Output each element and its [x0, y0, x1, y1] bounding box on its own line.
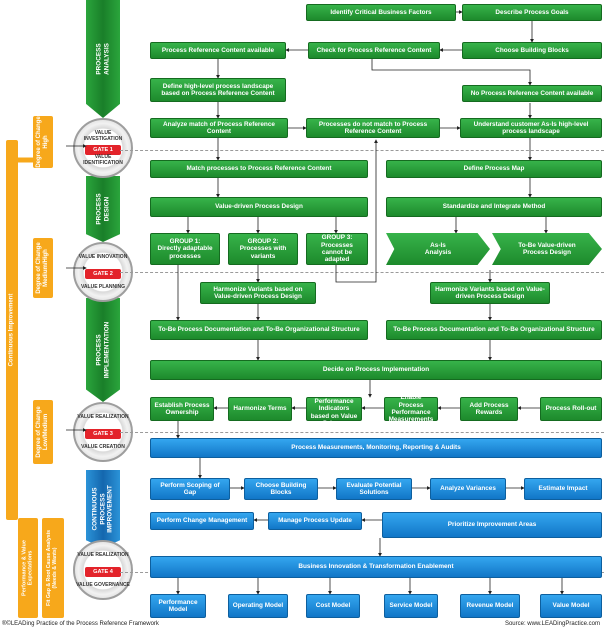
gate-2-line: [120, 272, 604, 273]
harmonize-variants-left-box: Harmonize Variants based on Value-driven…: [200, 282, 316, 304]
harmonize-variants-right-box: Harmonize Variants based on Value-driven…: [430, 282, 550, 304]
performance-value-expectations: Performance & Value Expectations: [18, 518, 38, 618]
describe-process-goals-box: Describe Process Goals: [462, 4, 602, 21]
define-landscape-box: Define high-level process landscape base…: [150, 78, 286, 102]
value-model-box: Value Model: [540, 594, 602, 618]
revenue-model-box: Revenue Model: [460, 594, 520, 618]
group-3-box: GROUP 3: Processes cannot be adapted: [306, 233, 368, 265]
add-rewards-box: Add Process Rewards: [460, 397, 518, 421]
establish-ownership-box: Establish Process Ownership: [150, 397, 214, 421]
tobe-design-chevron: To-Be Value-driven Process Design: [492, 233, 602, 265]
performance-model-box: Performance Model: [150, 594, 206, 618]
check-reference-content-box: Check for Process Reference Content: [308, 42, 440, 59]
degree-high: Degree of Change High: [33, 116, 53, 168]
estimate-impact-box: Estimate Impact: [524, 478, 602, 500]
group-1-box: GROUP 1: Directly adaptable processes: [150, 233, 220, 265]
gate-2-bottom: VALUE PLANNING: [80, 284, 126, 290]
innovation-enablement-box: Business Innovation & Transformation Ena…: [150, 556, 602, 578]
understand-asis-box: Understand customer As-Is high-level pro…: [460, 118, 602, 138]
footer-left: ®©LEADing Practice of the Process Refere…: [2, 621, 159, 627]
phase-improvement: CONTINUOUS PROCESS IMPROVEMENT: [86, 470, 120, 548]
define-process-map-box: Define Process Map: [386, 160, 602, 178]
gate-4-top: VALUE REALIZATION: [77, 552, 129, 558]
operating-model-box: Operating Model: [228, 594, 288, 618]
measurements-monitoring-box: Process Measurements, Monitoring, Report…: [150, 438, 602, 458]
gate-1-top: VALUE INVESTIGATION: [83, 130, 123, 142]
gate-4: VALUE REALIZATION GATE 4 VALUE GOVERNANC…: [73, 540, 133, 600]
gate-4-bottom: VALUE GOVERNANCE: [76, 582, 130, 588]
phase-design: PROCESS DESIGN: [86, 176, 120, 242]
continuous-improvement-bar: Continuous Improvement: [6, 140, 18, 520]
decide-implementation-box: Decide on Process Implementation: [150, 360, 602, 380]
gate-2-label: GATE 2: [85, 269, 121, 279]
cost-model-box: Cost Model: [306, 594, 360, 618]
value-driven-design-box: Value-driven Process Design: [150, 197, 368, 217]
gate-3-top: VALUE REALIZATION: [77, 414, 129, 420]
group-2-box: GROUP 2: Processes with variants: [228, 233, 298, 265]
reference-content-available-box: Process Reference Content available: [150, 42, 286, 59]
footer-right: Source: www.LEADingPractice.com: [504, 621, 600, 627]
perform-scoping-box: Perform Scoping of Gap: [150, 478, 230, 500]
match-processes-box: Match processes to Process Reference Con…: [150, 160, 368, 178]
phase-analysis: PROCESS ANALYSIS: [86, 0, 120, 118]
gate-2-top: VALUE INNOVATION: [78, 254, 128, 260]
prioritize-areas-box: Prioritize Improvement Areas: [382, 512, 602, 538]
asis-analysis-chevron: As-Is Analysis: [386, 233, 490, 265]
identify-critical-factors-box: Identify Critical Business Factors: [306, 4, 456, 21]
process-rollout-box: Process Roll-out: [540, 397, 602, 421]
manage-update-box: Manage Process Update: [268, 512, 362, 530]
degree-medium-high: Degree of Change Medium/High: [33, 238, 53, 298]
phase-implementation: PROCESS IMPLEMENTATION: [86, 298, 120, 402]
gate-4-label: GATE 4: [85, 567, 121, 577]
gate-1-line: [120, 150, 604, 151]
gate-1-label: GATE 1: [85, 145, 121, 155]
change-management-box: Perform Change Management: [150, 512, 254, 530]
standardize-integrate-box: Standardize and Integrate Method: [386, 197, 602, 217]
gate-3-bottom: VALUE CREATION: [81, 444, 125, 450]
choose-building-blocks-top-box: Choose Building Blocks: [462, 42, 602, 59]
gate-3-line: [120, 432, 604, 433]
evaluate-solutions-box: Evaluate Potential Solutions: [336, 478, 412, 500]
analyze-variances-box: Analyze Variances: [430, 478, 506, 500]
degree-low-medium: Degree of Change Low/Medium: [33, 400, 53, 464]
tobe-documentation-right-box: To-Be Process Documentation and To-Be Or…: [386, 320, 602, 340]
fit-gap-analysis: Fit Gap & Root Cause Analysis (Needs & W…: [42, 518, 64, 618]
processes-no-match-box: Processes do not match to Process Refere…: [306, 118, 440, 138]
harmonize-terms-box: Harmonize Terms: [228, 397, 292, 421]
enable-measurements-box: Enable Process Performance Measurements: [384, 394, 438, 423]
service-model-box: Service Model: [384, 594, 438, 618]
tobe-documentation-left-box: To-Be Process Documentation and To-Be Or…: [150, 320, 368, 340]
define-indicators-box: Define Performance Indicators based on V…: [306, 391, 362, 427]
gate-3-label: GATE 3: [85, 429, 121, 439]
analyze-match-box: Analyze match of Process Reference Conte…: [150, 118, 288, 138]
gate-1-bottom: VALUE IDENTIFICATION: [83, 154, 123, 166]
choose-building-blocks-low-box: Choose Building Blocks: [244, 478, 318, 500]
no-reference-content-box: No Process Reference Content available: [462, 85, 602, 102]
gate-1: VALUE INVESTIGATION GATE 1 VALUE IDENTIF…: [73, 118, 133, 178]
